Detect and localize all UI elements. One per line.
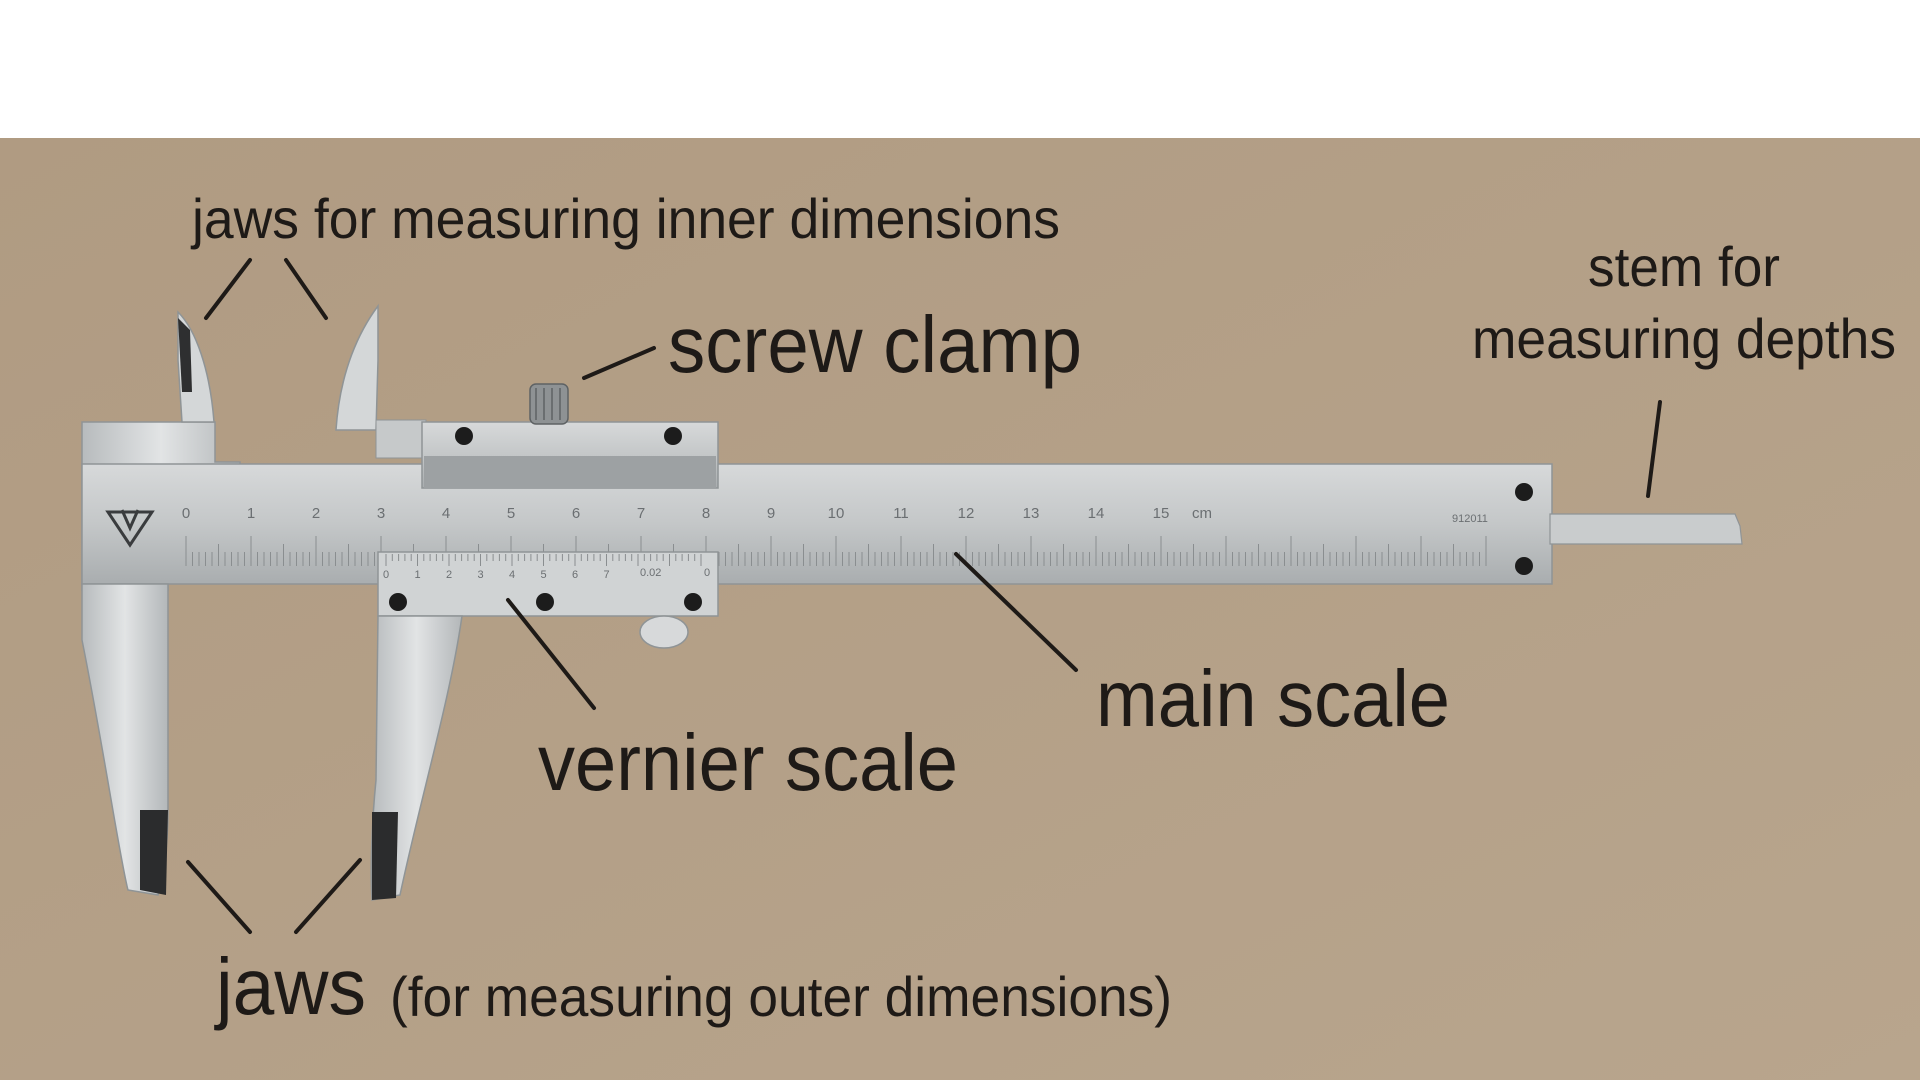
vernier-tag: 0.02 xyxy=(640,567,661,579)
depth-stem xyxy=(1549,513,1743,545)
main-scale-number: 4 xyxy=(442,505,450,522)
rivet xyxy=(664,427,682,445)
vernier-scale-ticks xyxy=(385,554,702,566)
main-scale-number: 11 xyxy=(893,505,909,522)
label-stem-line1: stem for xyxy=(1588,235,1780,298)
main-scale-number: 0 xyxy=(182,505,190,522)
pointer-outer-jaw-left xyxy=(186,860,252,934)
vernier-scale-number: 6 xyxy=(572,569,578,581)
vernier-scale-number: 7 xyxy=(603,569,609,581)
main-scale-number: 5 xyxy=(507,505,515,522)
rivet xyxy=(536,593,554,611)
label-outer-jaws-note: (for measuring outer dimensions) xyxy=(390,965,1172,1028)
label-stem-line2: measuring depths xyxy=(1472,307,1896,370)
pointer-lines xyxy=(186,258,1662,934)
slider-window xyxy=(424,456,716,488)
label-main-scale: main scale xyxy=(1096,654,1450,743)
pointer-outer-jaw-right xyxy=(294,858,362,934)
serial-number: 912011 xyxy=(1452,513,1488,525)
rivet xyxy=(455,427,473,445)
main-scale-number: 3 xyxy=(377,505,385,522)
inner-jaw-movable xyxy=(335,303,379,431)
rivet xyxy=(1515,557,1533,575)
vernier-scale-number: 3 xyxy=(477,569,483,581)
pointer-screw-clamp xyxy=(582,346,656,380)
rivet xyxy=(684,593,702,611)
label-inner-jaws: jaws for measuring inner dimensions xyxy=(190,187,1060,250)
outer-jaw-fixed-tip xyxy=(140,810,168,895)
vernier-scale-number: 5 xyxy=(540,569,546,581)
pointer-main-scale xyxy=(954,552,1078,672)
thumb-wheel xyxy=(639,615,689,649)
pointer-stem xyxy=(1646,400,1662,498)
pointer-inner-jaw-left xyxy=(204,258,252,320)
brand-logo xyxy=(105,509,155,548)
vernier-scale-number: 4 xyxy=(509,569,515,581)
rivet xyxy=(1515,483,1533,501)
vernier-scale-number: 2 xyxy=(446,569,452,581)
main-scale-number: 12 xyxy=(958,505,975,522)
rivet xyxy=(389,593,407,611)
main-scale-number: 6 xyxy=(572,505,580,522)
photo-background xyxy=(0,138,1920,1080)
main-scale-number: 15 xyxy=(1153,505,1170,522)
vernier-end-number: 0 xyxy=(704,567,710,579)
main-scale-number: 2 xyxy=(312,505,320,522)
main-scale-number: 10 xyxy=(828,505,845,522)
inner-jaw-fixed-shadow xyxy=(178,318,192,392)
main-scale-number: 13 xyxy=(1023,505,1040,522)
vernier-scale-numbers: 0 1 2 3 4 5 6 7 xyxy=(383,569,610,581)
main-scale-number: 14 xyxy=(1088,505,1105,522)
inner-jaw-movable-block xyxy=(375,419,427,459)
main-scale-unit: cm xyxy=(1192,505,1212,522)
outer-jaw-movable-tip xyxy=(372,812,398,900)
label-vernier-scale: vernier scale xyxy=(538,718,958,807)
pointer-inner-jaw-right xyxy=(284,258,328,320)
vernier-scale-number: 0 xyxy=(383,569,389,581)
label-outer-jaws-word: jaws xyxy=(214,942,366,1031)
main-scale-number: 7 xyxy=(637,505,645,522)
screw-clamp-knob xyxy=(529,383,569,425)
main-scale-number: 8 xyxy=(702,505,710,522)
main-scale-number: 9 xyxy=(767,505,775,522)
vernier-scale-number: 1 xyxy=(414,569,420,581)
label-screw-clamp: screw clamp xyxy=(668,300,1082,389)
pointer-vernier-scale xyxy=(506,598,596,710)
main-scale-number: 1 xyxy=(247,505,255,522)
